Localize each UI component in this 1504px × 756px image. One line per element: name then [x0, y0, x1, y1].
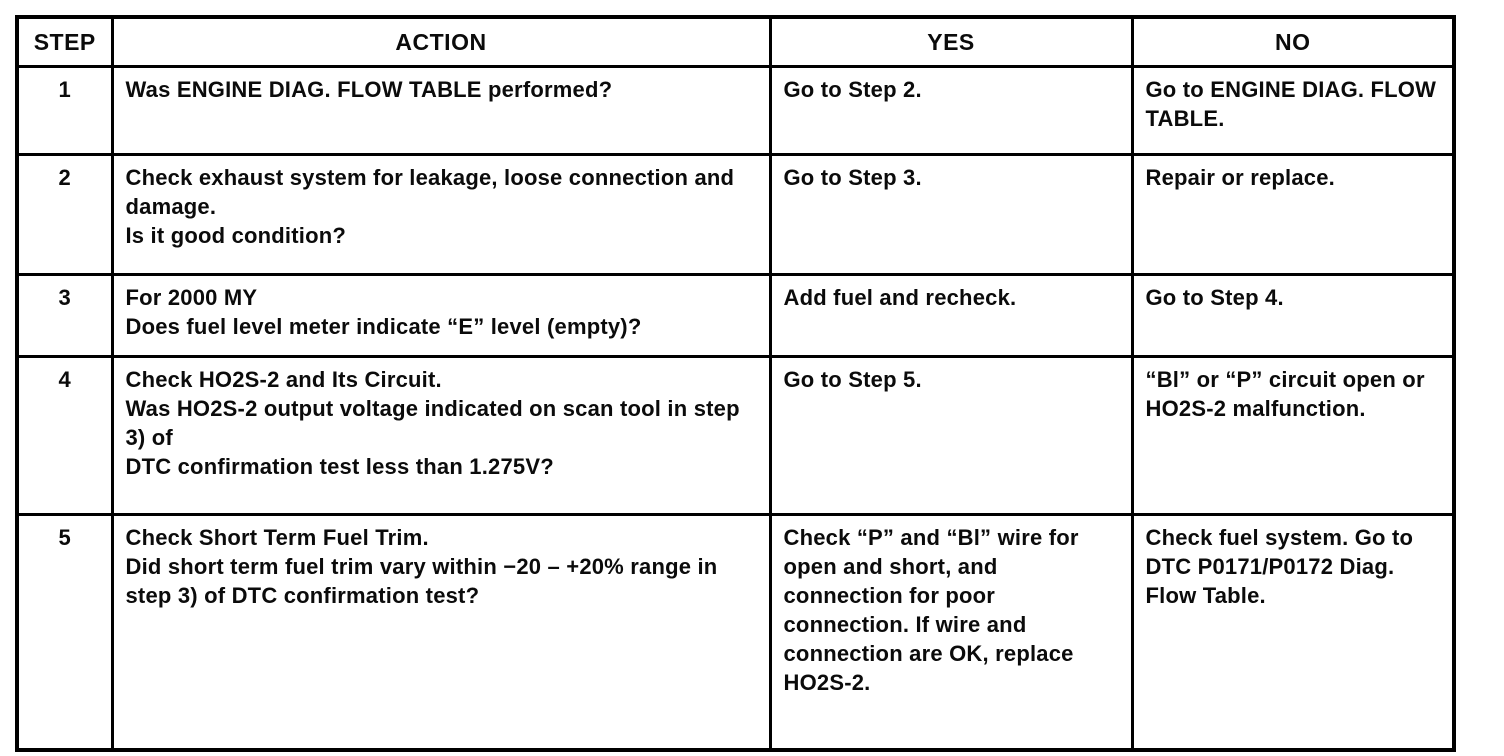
- step-cell: 5: [15, 513, 114, 751]
- action-cell: Check exhaust system for leakage, loose …: [110, 153, 772, 276]
- table-row: 4 Check HO2S-2 and Its Circuit. Was HO2S…: [15, 355, 1456, 516]
- yes-cell: Check “P” and “Bl” wire for open and sho…: [768, 513, 1134, 751]
- step-cell: 2: [15, 153, 114, 276]
- action-cell: Was ENGINE DIAG. FLOW TABLE performed?: [110, 65, 772, 156]
- table-row: 1 Was ENGINE DIAG. FLOW TABLE performed?…: [15, 65, 1456, 156]
- diagnostic-flow-table: STEP ACTION YES NO 1 Was ENGINE DIAG. FL…: [15, 15, 1456, 752]
- action-cell: Check Short Term Fuel Trim. Did short te…: [110, 513, 772, 751]
- yes-cell: Go to Step 2.: [768, 65, 1134, 156]
- table-row: 2 Check exhaust system for leakage, loos…: [15, 153, 1456, 276]
- no-cell: “Bl” or “P” circuit open or HO2S-2 malfu…: [1130, 355, 1456, 516]
- no-cell: Check fuel system. Go to DTC P0171/P0172…: [1130, 513, 1456, 751]
- column-header-no: NO: [1130, 15, 1456, 68]
- yes-cell: Add fuel and recheck.: [768, 273, 1134, 358]
- step-cell: 3: [15, 273, 114, 358]
- table-header-row: STEP ACTION YES NO: [15, 15, 1456, 68]
- step-cell: 4: [15, 355, 114, 516]
- column-header-action: ACTION: [110, 15, 772, 68]
- yes-cell: Go to Step 5.: [768, 355, 1134, 516]
- table-row: 5 Check Short Term Fuel Trim. Did short …: [15, 513, 1456, 751]
- no-cell: Repair or replace.: [1130, 153, 1456, 276]
- column-header-step: STEP: [15, 15, 114, 68]
- yes-cell: Go to Step 3.: [768, 153, 1134, 276]
- no-cell: Go to Step 4.: [1130, 273, 1456, 358]
- action-cell: Check HO2S-2 and Its Circuit. Was HO2S-2…: [110, 355, 772, 516]
- table-row: 3 For 2000 MY Does fuel level meter indi…: [15, 273, 1456, 358]
- no-cell: Go to ENGINE DIAG. FLOW TABLE.: [1130, 65, 1456, 156]
- action-cell: For 2000 MY Does fuel level meter indica…: [110, 273, 772, 358]
- column-header-yes: YES: [768, 15, 1134, 68]
- step-cell: 1: [15, 65, 114, 156]
